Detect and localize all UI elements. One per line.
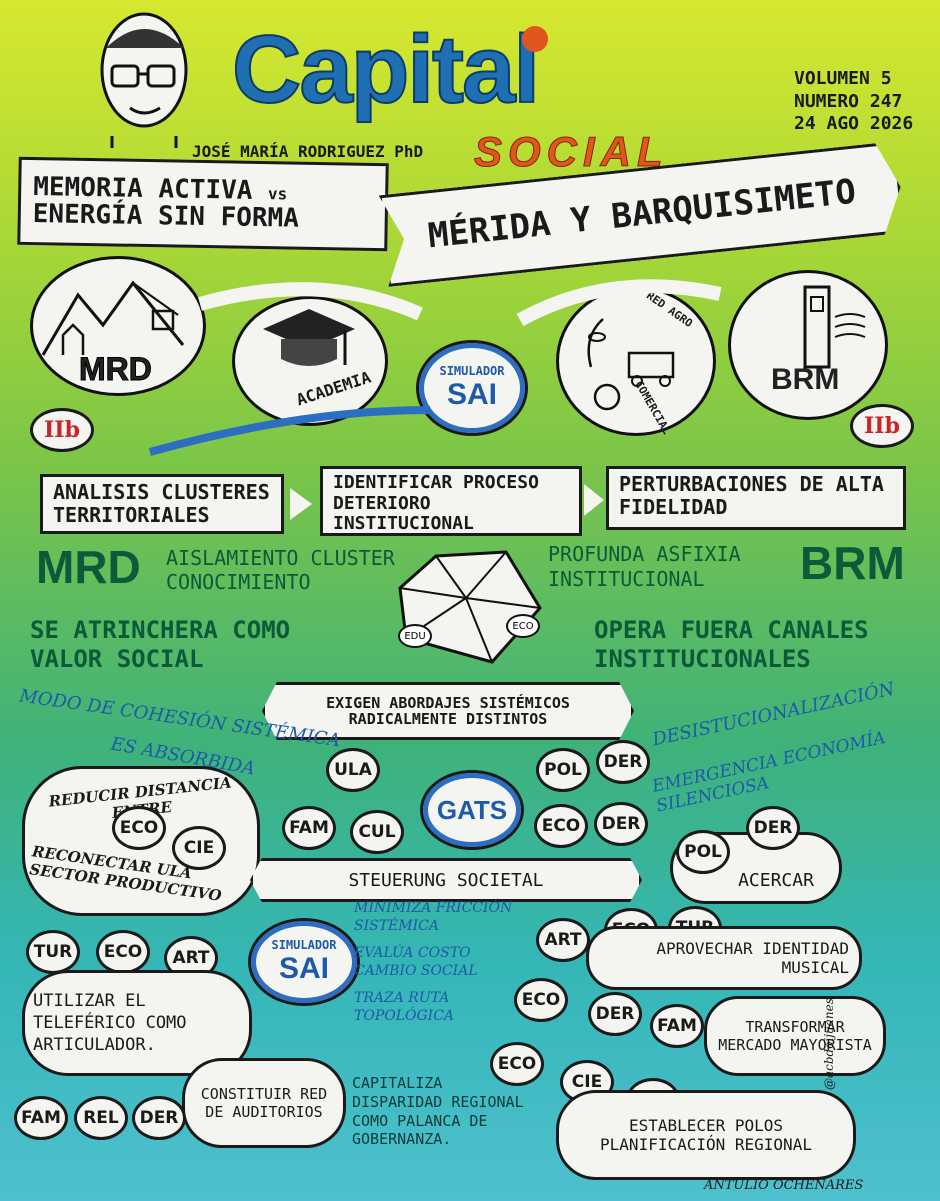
sai-bottom-label: SAI [278, 952, 329, 985]
step-3: PERTURBACIONES DE ALTA FIDELIDAD [606, 466, 906, 530]
asfixia-text: PROFUNDA ASFIXIA INSTITUCIONAL [548, 542, 741, 591]
steuerung-banner: STEUERUNG SOCIETAL [250, 858, 642, 902]
tag-pol-1: POL [536, 748, 590, 792]
exigen-banner: EXIGEN ABORDAJES SISTÉMICOS RADICALMENTE… [262, 682, 634, 740]
establecer-text: ESTABLECER POLOS PLANIFICACIÓN REGIONAL [600, 1116, 812, 1154]
tag-der-3: DER [746, 806, 800, 850]
aprovechar-cloud: APROVECHAR IDENTIDAD MUSICAL [586, 926, 862, 990]
capitaliza-text: CAPITALIZA DISPARIDAD REGIONAL COMO PALA… [352, 1074, 524, 1149]
aislamiento-text: AISLAMIENTO CLUSTER CONOCIMIENTO [166, 546, 395, 594]
academia-icon: ACADEMIA [232, 296, 388, 426]
step-2: IDENTIFICAR PROCESO DETERIORO INSTITUCIO… [320, 466, 582, 536]
aprovechar-text: APROVECHAR IDENTIDAD MUSICAL [656, 939, 849, 977]
tag-art-2: ART [536, 918, 590, 962]
tag-der-1: DER [596, 740, 650, 784]
sai-label: SAI [446, 378, 497, 411]
signature: ANTULIO OCHENARES [704, 1178, 864, 1193]
tag-der-4: DER [588, 992, 642, 1036]
traza-text: TRAZA RUTA TOPOLÓGICA [354, 990, 455, 1024]
tag-eco-4: ECO [514, 978, 568, 1022]
author-name: JOSÉ MARÍA RODRIGUEZ PhD [192, 142, 424, 161]
magazine-title: Capital [231, 16, 541, 123]
utilizar-text: UTILIZAR EL TELEFÉRICO COMO ARTICULADOR. [33, 990, 187, 1056]
author-portrait [92, 8, 196, 148]
tag-ula: ULA [326, 748, 380, 792]
mrd-label: MRD [79, 351, 153, 388]
badge-right: IIb [850, 404, 914, 448]
constituir-text: CONSTITUIR RED DE AUDITORIOS [200, 1085, 328, 1121]
tag-tur-1: TUR [26, 930, 80, 974]
tag-eco-reducir: ECO [112, 806, 166, 850]
red-agro-icon: RED AGRO COMERCIAL [556, 286, 716, 437]
tag-fam-1: FAM [282, 806, 336, 850]
tag-fam-3: FAM [14, 1096, 68, 1140]
edu-node: EDU [398, 624, 432, 648]
simulador-label: SIMULADOR [439, 364, 505, 378]
mrd-mountain-icon: MRD [30, 256, 206, 396]
constituir-cloud: CONSTITUIR RED DE AUDITORIOS [182, 1058, 346, 1148]
minimiza-text: MINIMIZA FRICCIÓN SISTÉMICA [354, 900, 513, 934]
banner-left: MEMORIA ACTIVA vs ENERGÍA SIN FORMA [17, 156, 389, 252]
evalua-text: EVALÚA COSTO CAMBIO SOCIAL [354, 945, 478, 979]
tag-fam-2: FAM [650, 1004, 704, 1048]
brm-heading: BRM [800, 537, 905, 589]
gats-button[interactable]: GATS [420, 770, 524, 850]
mrd-heading: MRD [36, 541, 141, 593]
signature-side: @acbdoijuanes [822, 998, 836, 1090]
tag-cie-reducir: CIE [172, 826, 226, 870]
title-dot [522, 26, 548, 52]
volume: VOLUMEN 5 [794, 68, 892, 89]
tag-der-2: DER [594, 802, 648, 846]
badge-left: IIb [30, 408, 94, 452]
atrinchera-text: SE ATRINCHERA COMO VALOR SOCIAL [30, 616, 291, 673]
acercar-text: ACERCAR [738, 869, 814, 891]
transformar-cloud: TRANSFORMAR MERCADO MAYORISTA [704, 996, 886, 1076]
tag-eco-1: ECO [534, 804, 588, 848]
simulador-bottom-label: SIMULADOR [271, 938, 337, 952]
steuerung-text: STEUERUNG SOCIETAL [348, 869, 544, 891]
step-1: ANALISIS CLUSTERES TERRITORIALES [40, 474, 284, 534]
brm-tower-icon: BRM [728, 270, 888, 420]
transformar-text: TRANSFORMAR MERCADO MAYORISTA [718, 1018, 872, 1054]
tag-rel: REL [74, 1096, 128, 1140]
flow-arrows [148, 279, 722, 456]
sim-descriptions: MINIMIZA FRICCIÓN SISTÉMICA EVALÚA COSTO… [354, 900, 524, 1025]
issue-date: 24 AGO 2026 [794, 113, 914, 134]
step-arrow-1 [290, 488, 312, 520]
tag-der-5: DER [132, 1096, 186, 1140]
eco-node: ECO [506, 614, 540, 638]
gats-label: GATS [436, 794, 508, 825]
number: NUMERO 247 [794, 90, 903, 112]
simulador-sai-button[interactable]: SIMULADOR SAI [416, 340, 528, 436]
step-arrow-2 [584, 484, 604, 516]
issue-info: VOLUMEN 5 NUMERO 247 24 AGO 2026 [794, 68, 913, 136]
establecer-cloud: ESTABLECER POLOS PLANIFICACIÓN REGIONAL [556, 1090, 856, 1180]
tag-eco-5: ECO [490, 1042, 544, 1086]
simulador-sai-bottom-button[interactable]: SIMULADOR SAI [248, 918, 360, 1006]
tag-pol-2: POL [676, 830, 730, 874]
exigen-text: EXIGEN ABORDAJES SISTÉMICOS RADICALMENTE… [326, 693, 570, 728]
tag-cul: CUL [350, 810, 404, 854]
network-graph: EDU ECO [396, 548, 546, 668]
banner-left-line2: ENERGÍA SIN FORMA [32, 198, 300, 234]
brm-label: BRM [771, 363, 840, 396]
tag-eco-2: ECO [96, 930, 150, 974]
banner-vs: vs [267, 183, 288, 204]
opera-text: OPERA FUERA CANALES INSTITUCIONALES [594, 616, 869, 673]
magazine-subtitle: SOCIAL [474, 128, 669, 176]
